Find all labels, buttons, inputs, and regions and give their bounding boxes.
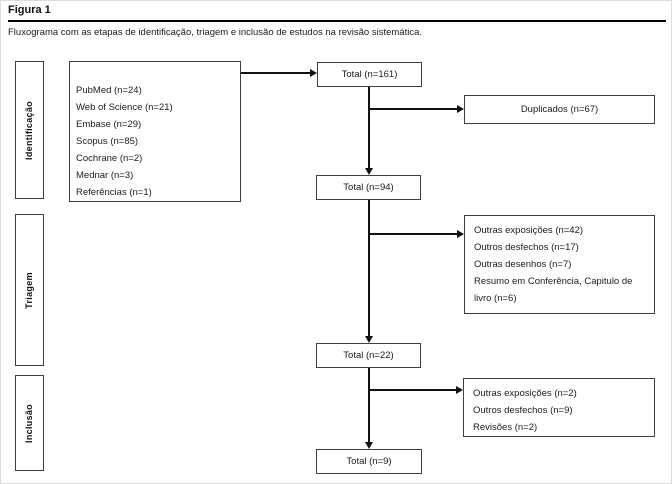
stage-inclusao-label: Inclusão [24, 403, 35, 443]
stage-triagem: Triagem [15, 214, 44, 366]
source-line-cochrane: Cochrane (n=2) [76, 153, 143, 164]
source-line-mednar: Mednar (n=3) [76, 170, 134, 181]
stage-identificacao-label: Identificação [24, 100, 35, 160]
arrow-branch-duplicates-head [457, 105, 464, 113]
node-total-included-label: Total (n=9) [346, 456, 392, 467]
node-total-after-screening-label: Total (n=22) [343, 350, 394, 361]
node-total-after-duplicates: Total (n=94) [316, 175, 421, 200]
eligibility-exclusion-line-3: Revisões (n=2) [473, 422, 538, 433]
arrow-total94-to-total22-line [368, 200, 370, 336]
screening-exclusion-line-3: Outras desenhos (n=7) [474, 259, 572, 270]
arrow-branch-screening-exclusions-head [457, 230, 464, 238]
eligibility-exclusion-line-2: Outros desfechos (n=9) [473, 405, 573, 416]
arrow-sources-to-total161-line [241, 72, 310, 74]
figure-label: Figura 1 [8, 4, 51, 16]
stage-inclusao: Inclusão [15, 375, 44, 471]
source-line-referencias: Referências (n=1) [76, 187, 152, 198]
source-line-web-of-science: Web of Science (n=21) [76, 102, 173, 113]
screening-exclusion-line-4: Resumo em Conferência, Capitulo de livro… [474, 276, 633, 304]
node-eligibility-exclusions: Outras exposições (n=2) Outros desfechos… [463, 378, 655, 437]
title-rule [8, 20, 666, 22]
node-screening-exclusions: Outras exposições (n=42) Outros desfecho… [464, 215, 655, 314]
arrow-total161-to-total94-line [368, 87, 370, 168]
source-line-scopus: Scopus (n=85) [76, 136, 139, 147]
arrow-total94-to-total22-head [365, 336, 373, 343]
arrow-branch-eligibility-exclusions-line [369, 389, 456, 391]
node-sources: PubMed (n=24) Web of Science (n=21) Emba… [69, 61, 241, 202]
eligibility-exclusion-line-1: Outras exposições (n=2) [473, 388, 577, 399]
stage-triagem-label: Triagem [24, 271, 34, 309]
node-total-identified: Total (n=161) [317, 62, 422, 87]
screening-exclusion-line-2: Outros desfechos (n=17) [474, 242, 579, 253]
node-total-included: Total (n=9) [316, 449, 422, 474]
arrow-branch-eligibility-exclusions-head [456, 386, 463, 394]
node-duplicates: Duplicados (n=67) [464, 95, 655, 124]
arrow-total161-to-total94-head [365, 168, 373, 175]
arrow-sources-to-total161-head [310, 69, 317, 77]
arrow-branch-duplicates-line [369, 108, 457, 110]
arrow-total22-to-total9-head [365, 442, 373, 449]
node-total-identified-label: Total (n=161) [341, 69, 398, 80]
source-line-pubmed: PubMed (n=24) [76, 85, 142, 96]
node-total-after-screening: Total (n=22) [316, 343, 421, 368]
figure-caption: Fluxograma com as etapas de identificaçã… [8, 27, 422, 38]
arrow-total22-to-total9-line [368, 368, 370, 442]
screening-exclusion-line-1: Outras exposições (n=42) [474, 225, 584, 236]
stage-identificacao: Identificação [15, 61, 44, 199]
node-total-after-duplicates-label: Total (n=94) [343, 182, 394, 193]
arrow-branch-screening-exclusions-line [369, 233, 457, 235]
source-line-embase: Embase (n=29) [76, 119, 142, 130]
node-duplicates-label: Duplicados (n=67) [520, 104, 599, 115]
